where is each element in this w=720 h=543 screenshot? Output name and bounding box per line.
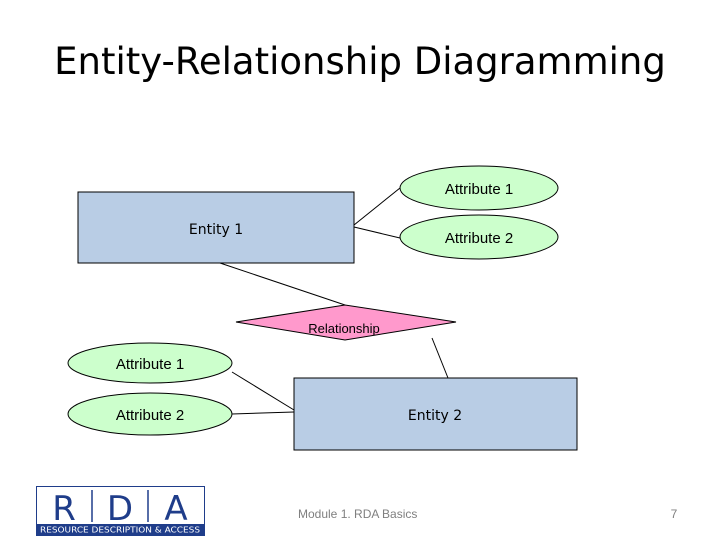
logo-letter-d: D	[107, 489, 133, 529]
logo-tagline: RESOURCE DESCRIPTION & ACCESS	[40, 526, 200, 535]
entity1-box	[77, 191, 355, 264]
rda-logo: R D A RESOURCE DESCRIPTION & ACCESS	[36, 486, 206, 543]
entity2-attribute1-ellipse	[67, 342, 233, 384]
connector-entity1-attribute2	[353, 226, 401, 239]
logo-letter-r: R	[52, 489, 76, 529]
entity2-box	[293, 377, 578, 451]
relationship-label: Relationship	[308, 321, 380, 336]
entity1-attribute2-label: Attribute 2	[445, 230, 513, 247]
connector-entity2-attribute1	[231, 371, 295, 411]
relationship-diamond	[235, 304, 457, 341]
entity1-attribute1-ellipse	[399, 165, 559, 211]
entity2-label: Entity 2	[408, 408, 462, 424]
connector-entity1-attribute1	[353, 187, 401, 226]
entity2-attribute2-label: Attribute 2	[116, 407, 184, 424]
slide-page-number: 7	[670, 507, 678, 521]
rda-logo-graphic: R D A RESOURCE DESCRIPTION & ACCESS	[36, 486, 205, 536]
entity1-attribute1-label: Attribute 1	[445, 181, 513, 198]
entity2-attribute2-ellipse	[67, 392, 233, 436]
slide-title: Entity-Relationship Diagramming	[54, 40, 666, 83]
entity1-attribute2-ellipse	[399, 214, 559, 260]
entity1-label: Entity 1	[189, 222, 243, 238]
logo-letter-a: A	[164, 489, 187, 529]
connector-relationship-entity2	[431, 337, 449, 379]
connector-entity2-attribute2	[231, 411, 295, 415]
slide-footer: Module 1. RDA Basics	[298, 507, 418, 521]
connector-entity1-relationship	[219, 262, 346, 306]
entity2-attribute1-label: Attribute 1	[116, 356, 184, 373]
